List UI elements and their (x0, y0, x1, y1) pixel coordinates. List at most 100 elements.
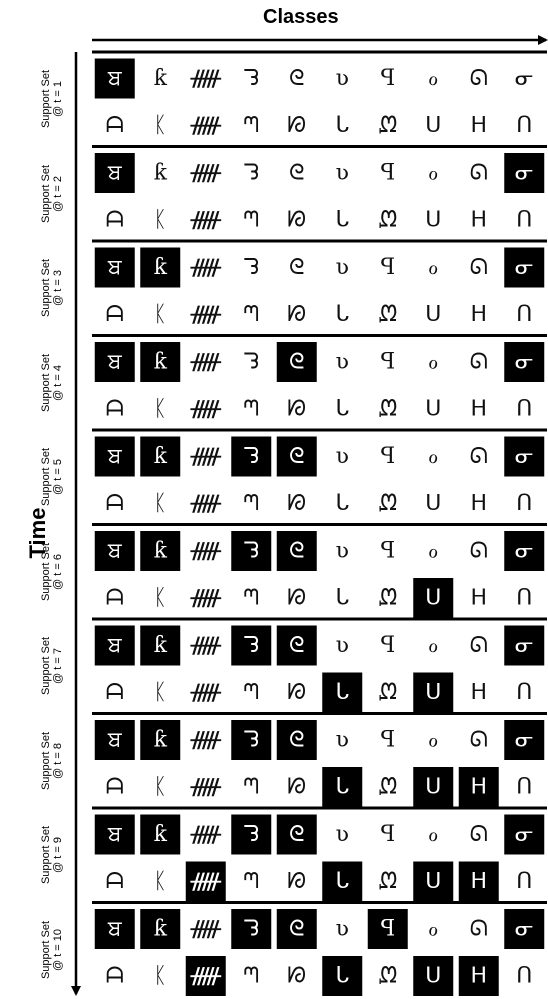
character-cell-selected: ƙ (140, 531, 180, 571)
character-cell: ᕼ (459, 295, 499, 335)
character-cell: ᘏ (459, 248, 499, 288)
character-glyph: ᗩ (106, 775, 124, 800)
character-glyph: ᘊ (243, 917, 259, 942)
character-cell: ᘗ (277, 484, 317, 524)
character-cell: ᑌ (413, 200, 453, 240)
character-cell: ᘗ (277, 862, 317, 902)
character-cell: ℴ (413, 626, 453, 666)
character-glyph: ᚏ (190, 680, 222, 705)
character-glyph: ᕼ (470, 869, 487, 894)
character-glyph: ʋ (336, 822, 349, 847)
character-cell: ᘻ (368, 106, 408, 146)
character-cell-selected: ਬ (95, 626, 135, 666)
step-label: Support Set@ t = 1 (40, 54, 64, 144)
character-cell: ʋ (322, 342, 362, 382)
character-cell-selected: ᑌ (413, 767, 453, 807)
character-glyph: ᘻ (378, 586, 397, 611)
character-glyph: ᑎ (516, 113, 532, 138)
character-glyph: ᒐ (335, 208, 349, 233)
character-glyph: ᑎ (516, 397, 532, 422)
character-cell: ᘉ (231, 106, 271, 146)
character-cell: ᘏ (459, 720, 499, 760)
character-cell: ᘗ (277, 956, 317, 996)
character-cell: ʋ (322, 909, 362, 949)
character-cell-selected: ᘊ (231, 531, 271, 571)
character-glyph: ᓂ (515, 66, 534, 91)
character-glyph: ᘊ (243, 539, 259, 564)
character-glyph: ᘓ (289, 350, 305, 375)
character-cell: ᑎ (504, 295, 544, 335)
character-glyph: ᚏ (190, 728, 222, 753)
character-glyph: ℴ (428, 66, 438, 91)
character-cell-selected: ᑌ (413, 673, 453, 713)
step-label-line1: Support Set (40, 432, 52, 522)
character-cell-selected: ᚏ (186, 862, 226, 902)
character-glyph: ᒐ (335, 397, 349, 422)
character-glyph: ᘻ (378, 775, 397, 800)
character-cell: ᕼ (459, 673, 499, 713)
character-glyph: ᚏ (190, 539, 222, 564)
character-glyph: ᘊ (243, 444, 259, 469)
character-cell: ᑌ (413, 295, 453, 335)
character-cell: ᘉ (231, 389, 271, 429)
character-cell: ᒐ (322, 484, 362, 524)
step-label: Support Set@ t = 7 (40, 621, 64, 711)
character-cell: ᘗ (277, 673, 317, 713)
character-cell: ᕼ (459, 484, 499, 524)
character-glyph: ƙ (154, 444, 168, 469)
character-glyph: ᑎ (516, 775, 532, 800)
character-cell: ᛕ (140, 862, 180, 902)
character-glyph: ᘓ (289, 728, 305, 753)
character-cell: ᛕ (140, 673, 180, 713)
character-glyph: ᚏ (190, 964, 222, 989)
character-glyph: ᒐ (335, 491, 349, 516)
character-glyph: ꟼ (380, 822, 395, 847)
character-cell: ᗩ (95, 106, 135, 146)
character-glyph: ᘏ (470, 728, 488, 753)
character-glyph: ᑎ (516, 964, 532, 989)
character-glyph: ᘗ (287, 491, 306, 516)
character-cell: ᘗ (277, 106, 317, 146)
character-glyph: ᘗ (287, 964, 306, 989)
character-glyph: ᗩ (106, 113, 124, 138)
character-cell: ᘗ (277, 578, 317, 618)
character-glyph: ᘗ (287, 302, 306, 327)
character-glyph: ᕼ (470, 964, 487, 989)
character-glyph: ꟼ (380, 539, 395, 564)
character-cell: ᚏ (186, 295, 226, 335)
character-glyph: ᘉ (243, 680, 259, 705)
character-glyph: ℴ (428, 539, 438, 564)
character-glyph: ᘏ (470, 255, 488, 280)
character-cell: ᛕ (140, 389, 180, 429)
character-cell: ᑌ (413, 484, 453, 524)
character-cell-selected: ਬ (95, 531, 135, 571)
character-cell: ᘓ (277, 153, 317, 193)
character-cell-selected: ᘓ (277, 531, 317, 571)
character-cell: ᘉ (231, 295, 271, 335)
character-glyph: ᘓ (289, 822, 305, 847)
character-cell: ᛕ (140, 106, 180, 146)
character-glyph: ᘻ (378, 680, 397, 705)
character-glyph: ᗩ (106, 964, 124, 989)
character-cell: ᓂ (504, 59, 544, 99)
character-cell: ᗩ (95, 200, 135, 240)
character-glyph: ᑌ (425, 113, 441, 138)
character-cell: ᚏ (186, 248, 226, 288)
character-cell-selected: ᓂ (504, 815, 544, 855)
step-label-line1: Support Set (40, 338, 52, 428)
character-cell: ᘻ (368, 389, 408, 429)
character-glyph: ᑎ (516, 680, 532, 705)
character-cell: ᚏ (186, 484, 226, 524)
character-glyph: ᘗ (287, 680, 306, 705)
character-cell: ᚏ (186, 389, 226, 429)
character-glyph: ᚏ (190, 397, 222, 422)
character-glyph: ᘗ (287, 586, 306, 611)
character-cell: ᑌ (413, 106, 453, 146)
character-glyph: ʋ (336, 350, 349, 375)
character-cell: ᑎ (504, 956, 544, 996)
step-label-line2: @ t = 6 (52, 527, 64, 617)
character-glyph: ᚏ (190, 113, 222, 138)
character-cell: ᘻ (368, 484, 408, 524)
character-glyph: ਬ (107, 255, 123, 280)
